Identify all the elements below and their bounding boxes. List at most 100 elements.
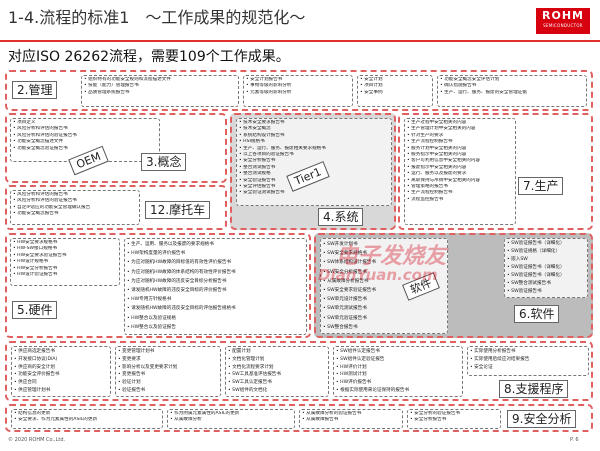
list-item: 生产管理计划中安全相关的内容 [407, 126, 513, 132]
list-item: SW整合报告书 [323, 323, 445, 332]
section-software: SW开发计划书 SW安全要求规格书 SW体系结构设计报告书 SW安全分析报告书 … [314, 233, 593, 338]
list-item: 功能安全概念报告书 [13, 211, 137, 217]
motorcycle-box: 风险分析和评估的报告书 风险分析和评估的验证报告书 自定IP适应的功能安全管理确… [10, 190, 140, 225]
list-item: 自定IP适应的功能安全管理确认报告 [13, 205, 137, 211]
list-item: 风险分析和评估的验证报告书 [13, 133, 157, 139]
list-item: 文档化流程要求计划 [228, 364, 326, 372]
list-item: 生产、运行、服务、报废相关要求规格书 [239, 146, 389, 152]
production-box: 生产过程中安全相关的内容 生产管理计划中安全相关的内容 针对生产的要求 生产流程… [404, 118, 516, 225]
management-label: 2.管理 [12, 81, 58, 99]
safety-label: 9.安全分析 [507, 410, 577, 428]
list-item: 针对生产的要求 [407, 133, 513, 139]
list-item: SW工具基准评估报告书 [228, 371, 326, 379]
management-box-4: 功能安全概念安全评估计划 确认措施报告书 生产、运行、服务、报废的安全管理证据 [437, 75, 587, 107]
list-item: 元素等级的影响分析 [246, 90, 350, 96]
management-box-2: 安全计划报告书 事物等级的影响分析 元素等级的影响分析 [243, 75, 353, 107]
list-item: 功能安全概念验证报告书 [13, 146, 157, 152]
list-item: 品质管理系统报告书 [84, 90, 236, 96]
page-subtitle: 对应ISO 26262流程，需要109个工作成果。 [8, 49, 290, 65]
watermark-en: DianYuan.com [318, 266, 438, 284]
list-item: 生产流程控制报告书 [407, 190, 513, 196]
list-item: 生产、运行、服务、报废的安全管理证据 [440, 90, 584, 96]
list-item: 实际使用分析报告书 [470, 348, 586, 356]
hardware-box-1: HW安全要求规格书 HW-SW接口规格书 HW安全要求验证报告书 HW设计规格书… [10, 238, 120, 286]
copyright: © 2020 ROHM Co.,Ltd. [8, 437, 66, 443]
list-item: 为应对随机HW故障的目标值的有效性评价报告书 [127, 258, 304, 267]
section-support: 供应商选定报告书 开发接口协议(DIA) 供应商的安全计划 功能安全评价报告书 … [5, 341, 593, 401]
list-item: 结构信息的更新 [14, 411, 160, 417]
list-item: 管理策略的报告书 [407, 184, 513, 190]
list-item: 请发随机HW故障的违反安全目标的评价报告书 [127, 286, 304, 295]
list-item: 风险分析和评估的验证报告书 [13, 198, 137, 204]
list-item: HW架构度量的评价报告书 [127, 249, 304, 258]
list-item: SW开发计划书 [323, 240, 445, 249]
list-item: 变更管理计划书 [118, 348, 218, 356]
list-item: HW-SW接口规格书 [13, 246, 117, 252]
list-item: HW设计规格书 [13, 259, 117, 265]
support-box-1: 供应商选定报告书 开发接口协议(DIA) 供应商的安全计划 功能安全评价报告书 … [11, 346, 111, 397]
list-item: 安全分析报告书 [410, 417, 498, 423]
list-item: SW体系结构设计报告书 [323, 258, 445, 267]
list-item: 服务计划中安全相关的内容 [407, 146, 513, 152]
list-item: 作为附属元素属性的ASIL的更新 [170, 411, 292, 417]
list-item: HW测试计划 [336, 371, 460, 379]
list-item: 供应管理计划书 [14, 387, 108, 395]
list-item: 嵌入SW [507, 256, 585, 264]
motorcycle-label: 12.摩托车 [145, 201, 211, 219]
list-item: 根据实际使用来论证保持的报告书 [336, 387, 460, 395]
list-item: 技术安全要求报告书 [239, 120, 389, 126]
list-item: 安全计划报告书 [246, 77, 350, 83]
list-item: 文档化管理计划 [228, 356, 326, 364]
list-item: SW验证报告书 [507, 288, 585, 296]
list-item: 事物等级的影响分析 [246, 83, 350, 89]
page-number: P. 6 [570, 437, 579, 443]
list-item: 生产、运用、服务以及报废的要求规格书 [127, 240, 304, 249]
software-box-2: SW验证报告书（详细化） SW验证规格（详细化） 嵌入SW SW验证报告书（详细… [504, 238, 588, 298]
list-item: SW工具认定报告书 [228, 379, 326, 387]
list-item: 从属故障分析报告书 [323, 277, 445, 286]
logo-brand: ROHM [542, 9, 584, 22]
list-item: SW整合测试报告书 [507, 280, 585, 288]
system-label: 4.系统 [318, 208, 364, 226]
list-item: HW整合以及验证报告 [127, 323, 304, 332]
support-box-3: 配置计划 文档化管理计划 文档化流程要求计划 SW工具基准评估报告书 SW工具认… [225, 346, 329, 397]
list-item: SW安全要求验证报告书 [323, 286, 445, 295]
list-item: 安全事例 [360, 90, 430, 96]
list-item: 服务指示中安全相关的内容 [407, 152, 513, 158]
rohm-logo: ROHM SEMICONDUCTOR [536, 8, 590, 34]
section-production: 生产过程中安全相关的内容 生产管理计划中安全相关的内容 针对生产的要求 生产流程… [398, 113, 593, 230]
list-item: 报废指示中安全相关的内容 [407, 165, 513, 171]
list-item: 安全分析报告书 [239, 158, 389, 164]
list-item: HW整合以及验证规格 [127, 314, 304, 323]
list-item: SW验证报告书（详细化） [507, 272, 585, 280]
list-item: HW安全要求规格书 [13, 240, 117, 246]
section-hardware: HW安全要求规格书 HW-SW接口规格书 HW安全要求验证报告书 HW设计规格书… [5, 233, 311, 338]
list-item: 风险分析和评估的报告书 [13, 192, 137, 198]
list-item: 安全分析的验证报告书 [410, 411, 498, 417]
list-item: HSI规格书 [239, 139, 389, 145]
list-item: 从属故障分析 [170, 417, 292, 423]
safety-box-3: 从属故障分析的验证报告书 从属故障报告书 [299, 409, 403, 429]
list-item: 整合测试规格 [239, 171, 389, 177]
management-list-1: 组织特有的功能安全规则和流程描述文件 技能（能力）管理报告书 品质管理系统报告书 [84, 77, 236, 96]
list-item: 为应对随机HW故障的违反安全目标分析报告书 [127, 277, 304, 286]
list-item: SW单元设计报告书 [323, 295, 445, 304]
safety-box-1: 结构信息的更新 安全要求、作为元素属性的ASIL的更新 [11, 409, 163, 429]
list-item: 客户可利用信息中安全相关的内容 [407, 158, 513, 164]
list-item: 验证计划 [118, 379, 218, 387]
list-item: 系统结构设计报告书 [239, 133, 389, 139]
list-item: 实际使用后续应对结果报告 [470, 356, 586, 364]
list-item: 风险分析和评估的报告书 [13, 126, 157, 132]
list-item: 功能安全概念描述文件 [13, 139, 157, 145]
section-safety-analysis: 结构信息的更新 安全要求、作为元素属性的ASIL的更新 作为附属元素属性的ASI… [5, 404, 593, 432]
list-item: 生产流程控制报告书 [407, 139, 513, 145]
list-item: SW验证报告书（详细化） [507, 240, 585, 248]
logo-tagline: SEMICONDUCTOR [543, 23, 583, 28]
list-item: 整合测试报告书 [239, 165, 389, 171]
list-item: 供应合同 [14, 379, 108, 387]
list-item: 安全验证测试报告书 [239, 190, 389, 196]
list-item: 生产过程中安全相关的内容 [407, 120, 513, 126]
support-box-2: 变更管理计划书 变更要求 影响分析以及变更要求计划 变更报告书 验证计划 验证报… [115, 346, 221, 397]
list-item: 技术安全概念 [239, 126, 389, 132]
list-item: 供应商选定报告书 [14, 348, 108, 356]
